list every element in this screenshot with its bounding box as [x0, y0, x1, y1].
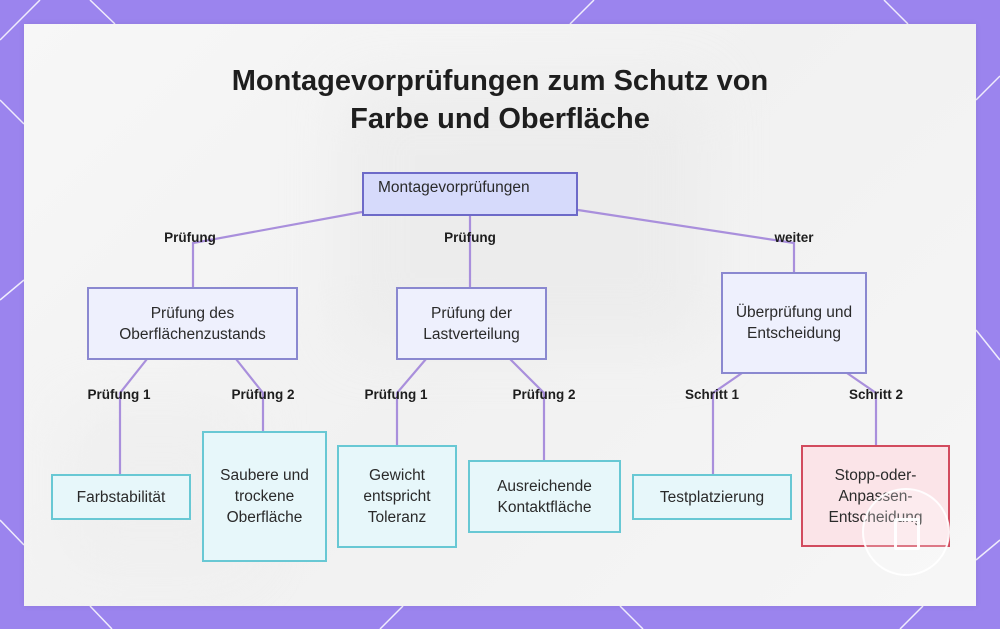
node-clean-dry-surface[interactable]: Saubere und trockene Oberfläche [202, 431, 327, 562]
watermark-logo-icon [862, 488, 950, 576]
edge-review-1 [711, 372, 743, 475]
node-contact-area[interactable]: Ausreichende Kontaktfläche [468, 460, 621, 533]
edge-label-root-review: weiter [774, 230, 814, 245]
edge-label-load-2: Prüfung 2 [512, 387, 576, 402]
edge-root-review [577, 208, 796, 274]
node-review[interactable]: Überprüfung und Entscheidung [721, 272, 867, 374]
edge-root-surface [191, 210, 363, 289]
node-surface-check[interactable]: Prüfung des Oberflächenzustands [87, 287, 298, 360]
title-line-1: Montagevorprüfungen zum Schutz von [231, 65, 769, 97]
node-weight-tolerance[interactable]: Gewicht entspricht Toleranz [337, 445, 457, 548]
edge-label-root-load: Prüfung [444, 230, 496, 245]
edge-label-surface-2: Prüfung 2 [231, 387, 295, 402]
edge-label-root-surface: Prüfung [164, 230, 216, 245]
edge-label-load-1: Prüfung 1 [364, 387, 428, 402]
edge-load-2 [509, 358, 546, 461]
logo-mark-icon [894, 518, 920, 550]
diagram-title: Montagevorprüfungen zum Schutz von Farbe… [24, 62, 976, 138]
edge-review-2 [846, 372, 878, 446]
edge-surface-1 [118, 358, 148, 475]
node-test-placement[interactable]: Testplatzierung [632, 474, 792, 520]
title-line-2: Farbe und Oberfläche [350, 103, 650, 135]
edge-load-1 [395, 358, 427, 446]
edge-surface-2 [235, 358, 265, 432]
edge-label-review-2: Schritt 2 [848, 387, 904, 402]
edge-label-review-1: Schritt 1 [684, 387, 740, 402]
node-color-stability[interactable]: Farbstabilität [51, 474, 191, 520]
diagram-panel: Montagevorprüfungen zum Schutz von Farbe… [24, 24, 976, 606]
node-root[interactable]: Montagevorprüfungen [362, 172, 578, 216]
edge-label-surface-1: Prüfung 1 [87, 387, 151, 402]
connector-lines [118, 208, 878, 475]
node-load-check[interactable]: Prüfung der Lastverteilung [396, 287, 547, 360]
